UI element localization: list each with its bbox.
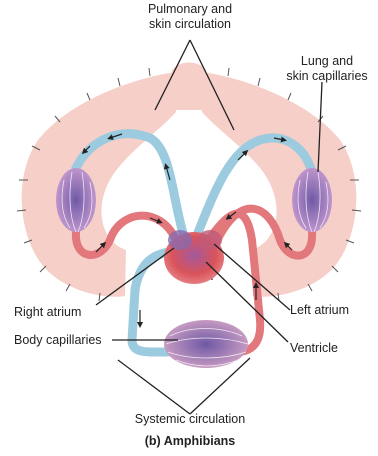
figure-caption: (b) Amphibians [120, 434, 260, 449]
pulmonary-label-line2: skin circulation [140, 17, 240, 32]
pulmonary-circulation-label: Pulmonary and skin circulation [140, 2, 240, 32]
left-atrium-label: Left atrium [290, 303, 349, 318]
lung-capillary-left [56, 168, 96, 232]
ventricle-label: Ventricle [290, 341, 338, 356]
right-atrium-label: Right atrium [14, 305, 81, 320]
lung-label-line1: Lung and [280, 54, 374, 69]
systemic-circulation-label: Systemic circulation [120, 412, 260, 427]
pulmonary-label-line1: Pulmonary and [140, 2, 240, 17]
right-lung-lobe [202, 72, 356, 297]
heart [164, 230, 224, 284]
lung-capillaries-label: Lung and skin capillaries [280, 54, 374, 84]
body-capillary-bed [164, 320, 248, 368]
lung-bridge [172, 63, 206, 111]
lung-label-line2: skin capillaries [280, 69, 374, 84]
lung-capillary-right [292, 168, 332, 232]
body-capillaries-label: Body capillaries [14, 333, 102, 348]
right-atrium-shape [168, 230, 192, 250]
